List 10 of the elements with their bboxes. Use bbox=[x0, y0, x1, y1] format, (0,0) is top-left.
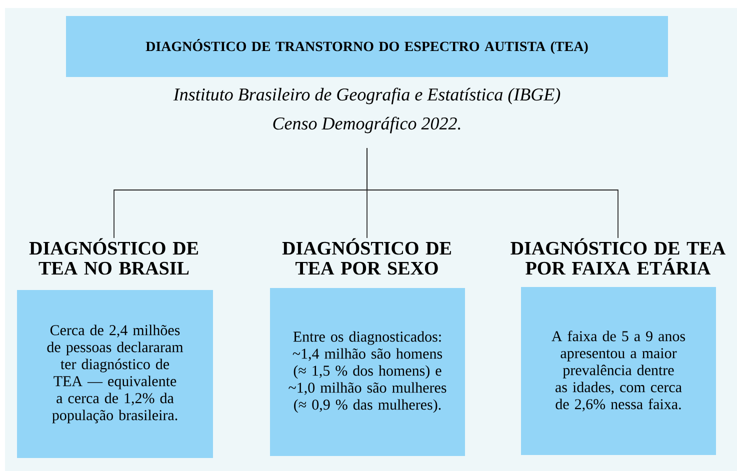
info-box: Entre os diagnosticados: ~1,4 milhão são homens (≈ 1,5 % dos homens) e ~1,0 milhão são mulheres (≈ 0,9 % das mulheres). bbox=[270, 288, 465, 456]
section-heading: DIAGNÓSTICO DE TEA POR SEXO bbox=[282, 238, 451, 275]
section-heading: DIAGNÓSTICO DE TEA NO BRASIL bbox=[29, 238, 198, 275]
section-heading: DIAGNÓSTICO DE TEA POR FAIXA ETÁRIA bbox=[510, 238, 726, 275]
connector-line bbox=[366, 148, 618, 238]
subtitle: Instituto Brasileiro de Geografia e Estatística (IBGE) bbox=[173, 88, 560, 104]
subtitle: Censo Demográfico 2022. bbox=[273, 116, 460, 134]
info-box: Cerca de 2,4 milhões de pessoas declararam ter diagnóstico de TEA — equivalente a cerca de 1,2% da população brasileira. bbox=[17, 290, 213, 458]
title-box: DIAGNÓSTICO DE TRANSTORNO DO ESPECTRO AUTISTA (TEA) bbox=[66, 16, 668, 77]
info-box: A faixa de 5 a 9 anos apresentou a maior prevalência dentre as idades, com cerca de 2,6% nessa faixa. bbox=[521, 287, 716, 455]
